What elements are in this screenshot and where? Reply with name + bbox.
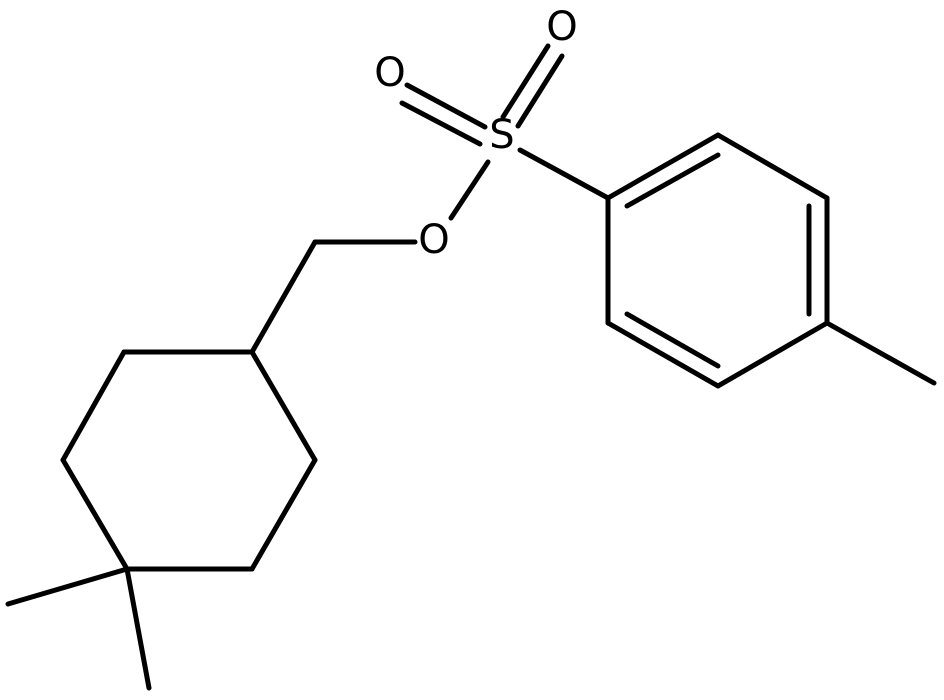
bond-ar-5-6 [605, 320, 721, 389]
bond-ring-c5-c6 [249, 457, 318, 572]
benzene-ring [605, 132, 830, 389]
sulfonyl-double-bonds [399, 43, 565, 147]
bond-ar-4-5 [715, 320, 830, 389]
methylene-linker [249, 239, 418, 355]
bond-ring-c2-c3 [60, 349, 127, 463]
bond-s-o-left-b [399, 100, 483, 147]
atom-sulfur-label: S [489, 112, 514, 158]
bond-ar-inner-3 [624, 311, 721, 369]
gem-dimethyl-group [5, 566, 152, 691]
bond-s-o-left-a [404, 82, 488, 130]
bond-methyl-1 [5, 566, 130, 607]
bond-ar-1-2 [605, 132, 721, 201]
bond-aryl-methyl [824, 320, 937, 386]
bond-methyl-2 [124, 566, 152, 691]
cyclohexane-ring [60, 349, 318, 572]
atom-oxygen-left-label: O [374, 50, 405, 96]
bond-ring-c6-c1 [249, 349, 318, 463]
bond-ring-c3-c4 [60, 457, 130, 572]
bond-s-o-top-a [500, 43, 551, 120]
bond-ar-2-3 [715, 132, 830, 201]
bond-ar-inner-1 [624, 152, 721, 209]
bond-ring-ch2 [249, 239, 318, 355]
atom-oxygen-top-label: O [546, 4, 577, 50]
bond-o-s [448, 159, 491, 221]
bond-s-aryl [517, 147, 611, 201]
bond-s-o-top-b [515, 53, 565, 129]
atom-oxygen-ester-label: O [418, 217, 449, 263]
